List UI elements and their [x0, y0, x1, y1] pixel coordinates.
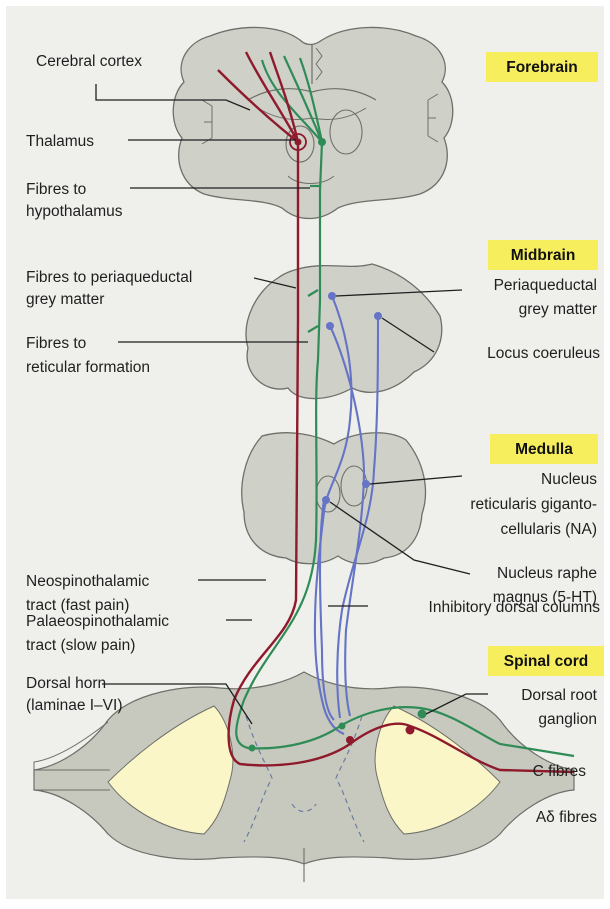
label-thalamus: Thalamus — [26, 133, 94, 150]
dorsal-root-ganglion-green-icon — [418, 710, 427, 719]
reticular-neuron-icon — [326, 322, 334, 330]
label-adelta-fibres: Aδ fibres — [536, 809, 597, 826]
spinal-cord-header: Spinal cord — [504, 653, 588, 670]
label-inhibitory-dorsal: Inhibitory dorsal columns — [429, 599, 601, 616]
thalamus-green-dot — [318, 138, 326, 146]
medulla-header: Medulla — [515, 441, 573, 458]
label-locus-coeruleus: Locus coeruleus — [487, 345, 600, 362]
pag-neuron-icon — [328, 292, 336, 300]
medulla-shape — [242, 433, 426, 564]
dorsal-root-ganglion-red-icon — [406, 726, 415, 735]
nucleus-reticularis-neuron-icon — [362, 480, 370, 488]
forebrain-header: Forebrain — [506, 59, 577, 76]
locus-coeruleus-neuron-icon — [374, 312, 382, 320]
synapse-red-icon — [346, 736, 354, 744]
nucleus-raphe-neuron-icon — [322, 496, 330, 504]
label-c-fibres: C fibres — [533, 763, 587, 780]
synapse-green-icon — [339, 723, 346, 730]
midbrain-header: Midbrain — [511, 247, 576, 264]
label-cerebral-cortex: Cerebral cortex — [36, 53, 142, 70]
crossing-green-icon — [249, 745, 256, 752]
